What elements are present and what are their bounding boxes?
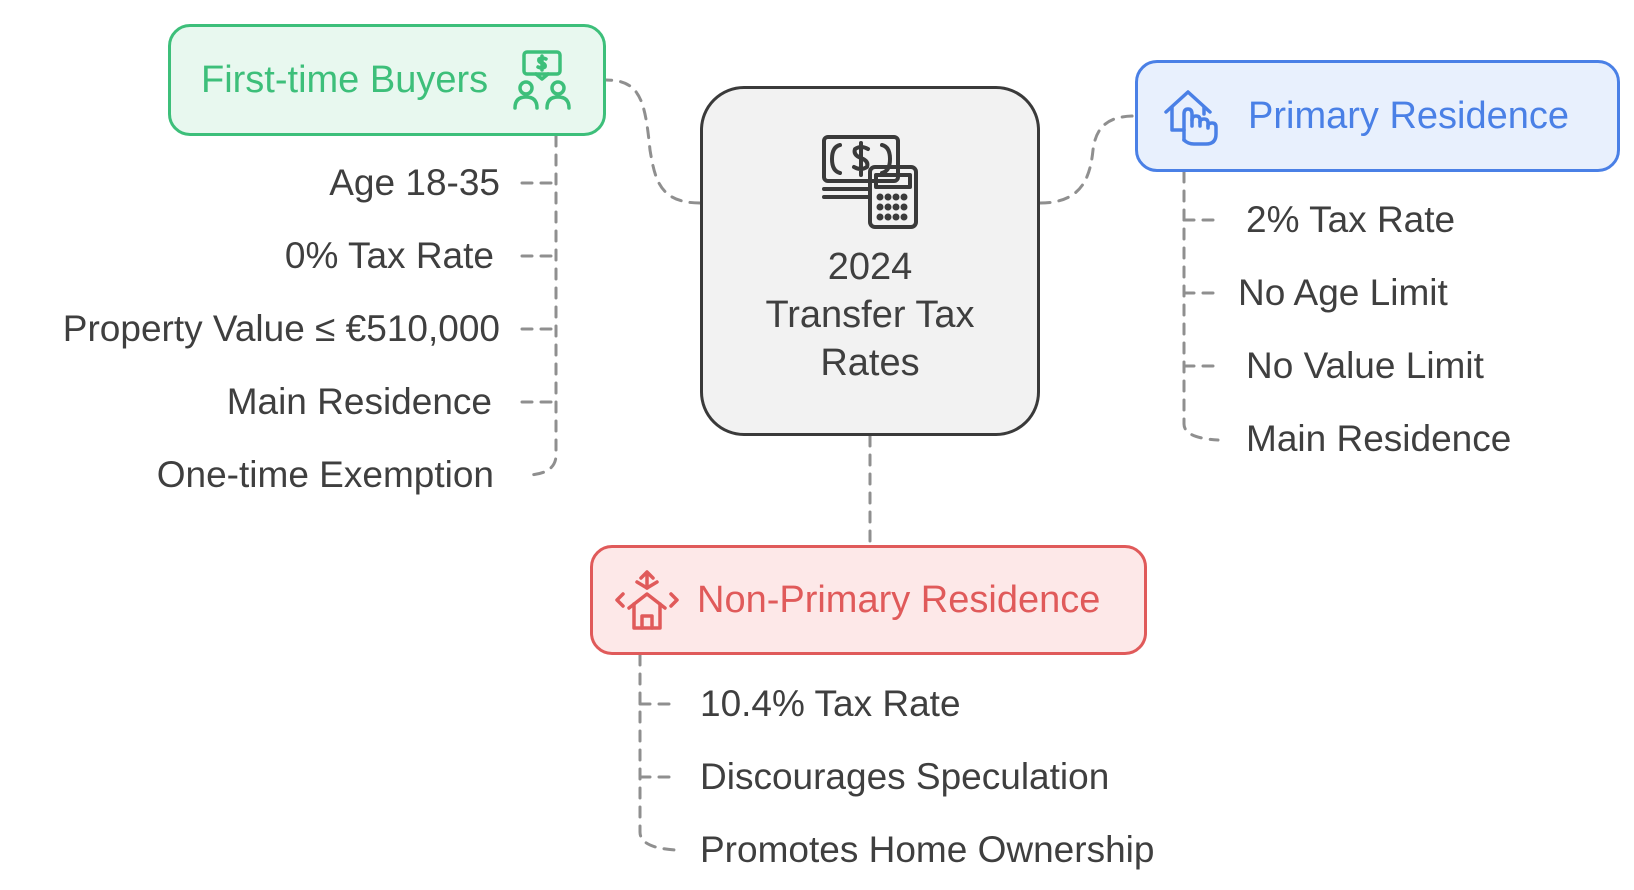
non-primary-residence-item: 10.4% Tax Rate	[700, 683, 961, 724]
primary-residence-item: 2% Tax Rate	[1246, 199, 1456, 240]
center-node: 2024 Transfer Tax Rates	[700, 86, 1040, 436]
primary-residence-item: No Age Limit	[1238, 272, 1448, 313]
center-title: 2024 Transfer Tax Rates	[765, 243, 974, 387]
primary-residence-label: Primary Residence	[1248, 94, 1569, 137]
house-arrows-icon	[615, 568, 679, 632]
connector-center-first-time-buyers	[604, 78, 702, 205]
connector-pr-trunk	[1182, 170, 1220, 442]
first-time-buyers-item: One-time Exemption	[156, 454, 494, 495]
connector-ftb-trunk	[528, 134, 558, 477]
primary-residence-box: Primary Residence	[1135, 60, 1620, 172]
first-time-buyers-label: First-time Buyers	[201, 58, 489, 101]
house-hand-icon	[1162, 84, 1226, 148]
primary-residence-item: No Value Limit	[1246, 345, 1484, 386]
non-primary-residence-label: Non-Primary Residence	[697, 578, 1101, 621]
non-primary-residence-box: Non-Primary Residence	[590, 545, 1147, 655]
first-time-buyers-item: Age 18-35	[329, 162, 500, 203]
center-title-line: 2024	[827, 246, 913, 288]
non-primary-residence-item: Promotes Home Ownership	[700, 829, 1155, 870]
center-title-line: Rates	[820, 342, 920, 384]
center-title-line: Transfer Tax	[765, 294, 975, 336]
first-time-buyers-item: Main Residence	[226, 381, 492, 422]
connector-center-primary-residence	[1038, 114, 1137, 205]
primary-residence-item: Main Residence	[1246, 418, 1512, 459]
connector-npr-trunk	[638, 653, 678, 852]
non-primary-residence-item: Discourages Speculation	[700, 756, 1110, 797]
money-calculator-icon	[820, 133, 920, 229]
buyers-money-icon	[510, 48, 574, 112]
first-time-buyers-item: 0% Tax Rate	[284, 235, 494, 276]
first-time-buyers-box: First-time Buyers	[168, 24, 606, 136]
first-time-buyers-item: Property Value ≤ €510,000	[62, 308, 500, 349]
